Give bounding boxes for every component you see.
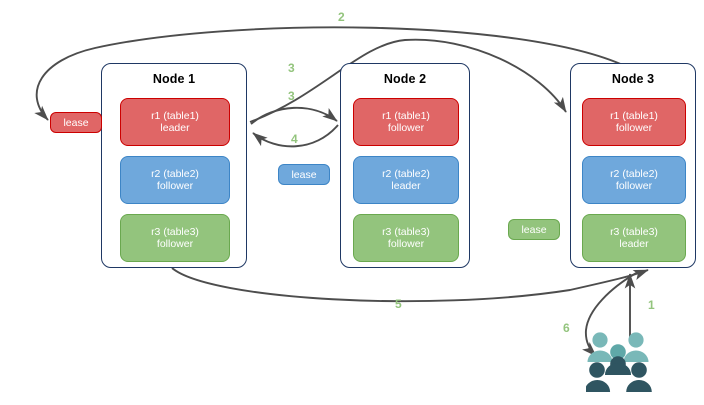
- step-label-2: 2: [338, 10, 345, 24]
- replica-label-line2: follower: [387, 122, 425, 134]
- replica-r2-node-2[interactable]: r2 (table2) leader: [353, 156, 459, 204]
- replica-r3-node-3[interactable]: r3 (table3) leader: [582, 214, 686, 262]
- lease-label: lease: [63, 116, 89, 129]
- replica-r1-node-1[interactable]: r1 (table1) leader: [120, 98, 230, 146]
- lease-pill-table3[interactable]: lease: [508, 219, 560, 240]
- replica-label-line1: r2 (table2): [610, 167, 658, 180]
- node-card-node-3[interactable]: Node 3 r1 (table1) follower r2 (table2) …: [570, 63, 696, 268]
- replica-label-line1: r1 (table1): [382, 109, 430, 122]
- replica-label-line1: r3 (table3): [382, 225, 430, 238]
- replica-label-line2: leader: [160, 122, 190, 134]
- replica-label-line1: r3 (table3): [610, 225, 658, 238]
- arrow-step-3-short: [250, 106, 338, 125]
- replica-label-line2: follower: [156, 238, 194, 250]
- arrow-step-5: [171, 267, 649, 303]
- replica-label-line2: follower: [615, 122, 653, 134]
- replica-r3-node-2[interactable]: r3 (table3) follower: [353, 214, 459, 262]
- replica-label-line2: follower: [156, 180, 194, 192]
- node-title: Node 3: [611, 72, 655, 86]
- step-label-1: 1: [648, 298, 655, 312]
- replica-label-line1: r2 (table2): [151, 167, 199, 180]
- replica-r2-node-3[interactable]: r2 (table2) follower: [582, 156, 686, 204]
- lease-label: lease: [521, 223, 547, 236]
- lease-pill-table1[interactable]: lease: [50, 112, 102, 133]
- replica-r1-node-2[interactable]: r1 (table1) follower: [353, 98, 459, 146]
- node-title: Node 2: [383, 72, 427, 86]
- node-card-node-1[interactable]: Node 1 r1 (table1) leader r2 (table2) fo…: [101, 63, 247, 268]
- step-label-4: 4: [291, 132, 298, 146]
- step-label-3b: 3: [288, 89, 295, 103]
- replica-label-line1: r1 (table1): [610, 109, 658, 122]
- replica-label-line1: r2 (table2): [382, 167, 430, 180]
- step-label-5: 5: [395, 297, 402, 311]
- replica-label-line2: leader: [391, 180, 421, 192]
- users-front-row-icon: [586, 356, 652, 392]
- replica-r2-node-1[interactable]: r2 (table2) follower: [120, 156, 230, 204]
- step-label-6: 6: [563, 321, 570, 335]
- replica-label-line1: r1 (table1): [151, 109, 199, 122]
- users-group-icon: [586, 332, 652, 392]
- replica-r1-node-3[interactable]: r1 (table1) follower: [582, 98, 686, 146]
- node-title: Node 1: [152, 72, 196, 86]
- step-label-3a: 3: [288, 61, 295, 75]
- lease-pill-table2[interactable]: lease: [278, 164, 330, 185]
- replica-r3-node-1[interactable]: r3 (table3) follower: [120, 214, 230, 262]
- replica-label-line2: leader: [619, 238, 649, 250]
- replica-label-line1: r3 (table3): [151, 225, 199, 238]
- node-card-node-2[interactable]: Node 2 r1 (table1) follower r2 (table2) …: [340, 63, 470, 268]
- lease-label: lease: [291, 168, 317, 181]
- replica-label-line2: follower: [615, 180, 653, 192]
- users-back-row-icon: [587, 332, 649, 362]
- replica-label-line2: follower: [387, 238, 425, 250]
